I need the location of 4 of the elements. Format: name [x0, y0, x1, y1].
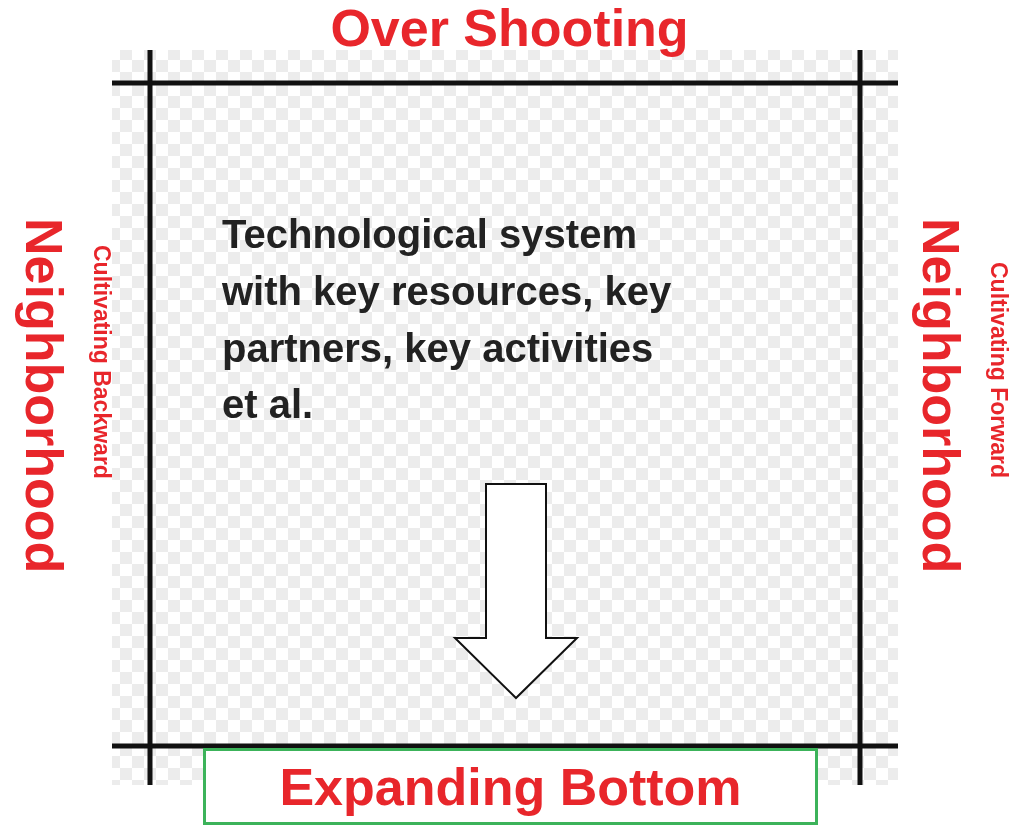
side-sublabel: Cultivating Forward — [987, 262, 1010, 478]
description-text: Technological system with key resources, key partners, key activities et al. — [222, 211, 673, 429]
bottom-box — [203, 748, 818, 825]
side-sublabel: Cultivating Backward — [90, 245, 113, 479]
